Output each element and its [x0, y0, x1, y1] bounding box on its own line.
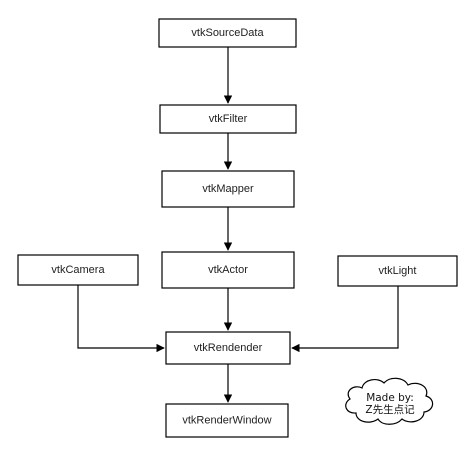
- node-label: vtkActor: [208, 264, 248, 276]
- node-label: vtkMapper: [202, 183, 254, 195]
- node-vtk-renderer: vtkRendender: [165, 331, 291, 365]
- author-cloud-badge: Made by: Z先生点记: [345, 377, 434, 425]
- node-vtk-filter: vtkFilter: [159, 104, 297, 134]
- node-vtk-camera: vtkCamera: [17, 254, 139, 286]
- edges: [77, 47, 399, 403]
- node-label: vtkRenderWindow: [182, 415, 271, 427]
- node-vtk-light: vtkLight: [337, 255, 458, 287]
- cloud-text-line2: Z先生点记: [365, 403, 415, 416]
- node-label: vtkRendender: [194, 342, 263, 354]
- node-label: vtkCamera: [51, 264, 105, 276]
- node-vtk-mapper: vtkMapper: [161, 170, 295, 208]
- node-vtk-source-data: vtkSourceData: [158, 18, 297, 48]
- edge-camera-to-renderer: [77, 285, 165, 353]
- node-label: vtkLight: [379, 265, 417, 277]
- node-label: vtkFilter: [209, 113, 248, 125]
- cloud-text-line1: Made by:: [366, 392, 414, 404]
- node-vtk-actor: vtkActor: [161, 251, 295, 289]
- edge-light-to-renderer: [291, 286, 399, 353]
- node-label: vtkSourceData: [191, 27, 264, 39]
- node-vtk-render-window: vtkRenderWindow: [165, 403, 289, 438]
